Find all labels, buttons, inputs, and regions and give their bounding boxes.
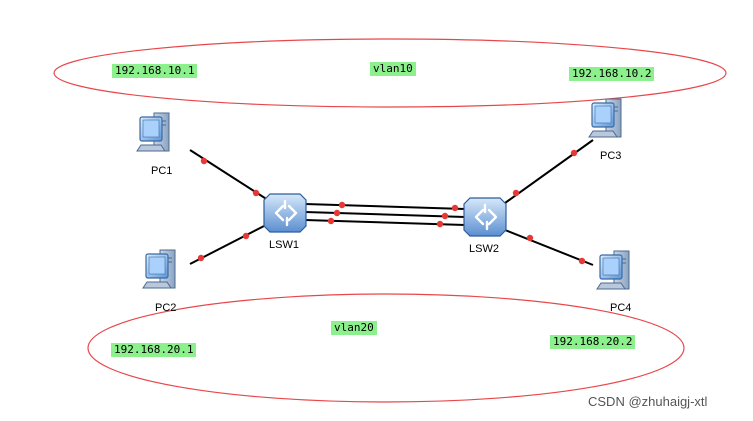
lsw2-switch-icon[interactable] xyxy=(462,196,508,238)
port-dot xyxy=(578,257,586,265)
pc3-computer-icon[interactable] xyxy=(588,98,622,138)
vlan10-name-tag: vlan10 xyxy=(370,62,416,76)
lsw1-label: LSW1 xyxy=(269,239,299,251)
port-dot xyxy=(526,234,534,242)
port-dot xyxy=(200,157,208,165)
pc3-label: PC3 xyxy=(600,150,622,162)
port-dot xyxy=(512,189,520,197)
vlan20-name-tag: vlan20 xyxy=(331,321,377,335)
port-dots xyxy=(197,149,586,265)
pc2-computer-icon[interactable] xyxy=(142,249,176,289)
link-pc4-lsw2 xyxy=(504,229,594,266)
port-dot xyxy=(197,254,205,262)
port-dot xyxy=(570,149,578,157)
port-dot xyxy=(333,209,341,217)
vlan20-left-ip-tag: 192.168.20.1 xyxy=(111,343,197,357)
pc4-computer-icon[interactable] xyxy=(596,250,630,290)
port-dot xyxy=(327,217,335,225)
lsw2-label: LSW2 xyxy=(469,243,499,255)
vlan20-zone-outline xyxy=(87,293,685,403)
lsw1-switch-icon[interactable] xyxy=(262,192,308,234)
vlan20-right-ip-tag: 192.168.20.2 xyxy=(550,335,636,349)
port-dot xyxy=(441,212,449,220)
pc2-label: PC2 xyxy=(155,302,177,314)
port-dot xyxy=(252,189,260,197)
port-dot xyxy=(242,232,250,240)
vlan10-right-ip-tag: 192.168.10.2 xyxy=(569,67,655,81)
watermark: CSDN @zhuhaigj-xtl xyxy=(588,394,708,409)
trunk-link-1 xyxy=(304,203,466,210)
pc1-computer-icon[interactable] xyxy=(136,112,170,152)
trunk-link-2 xyxy=(304,211,466,218)
vlan10-left-ip-tag: 192.168.10.1 xyxy=(112,64,198,78)
port-dot xyxy=(451,204,459,212)
link-pc3-lsw2 xyxy=(504,139,594,204)
port-dot xyxy=(338,201,346,209)
port-dot xyxy=(436,220,444,228)
vlan10-zone-outline xyxy=(53,38,727,108)
pc4-label: PC4 xyxy=(610,302,632,314)
pc1-label: PC1 xyxy=(151,165,173,177)
